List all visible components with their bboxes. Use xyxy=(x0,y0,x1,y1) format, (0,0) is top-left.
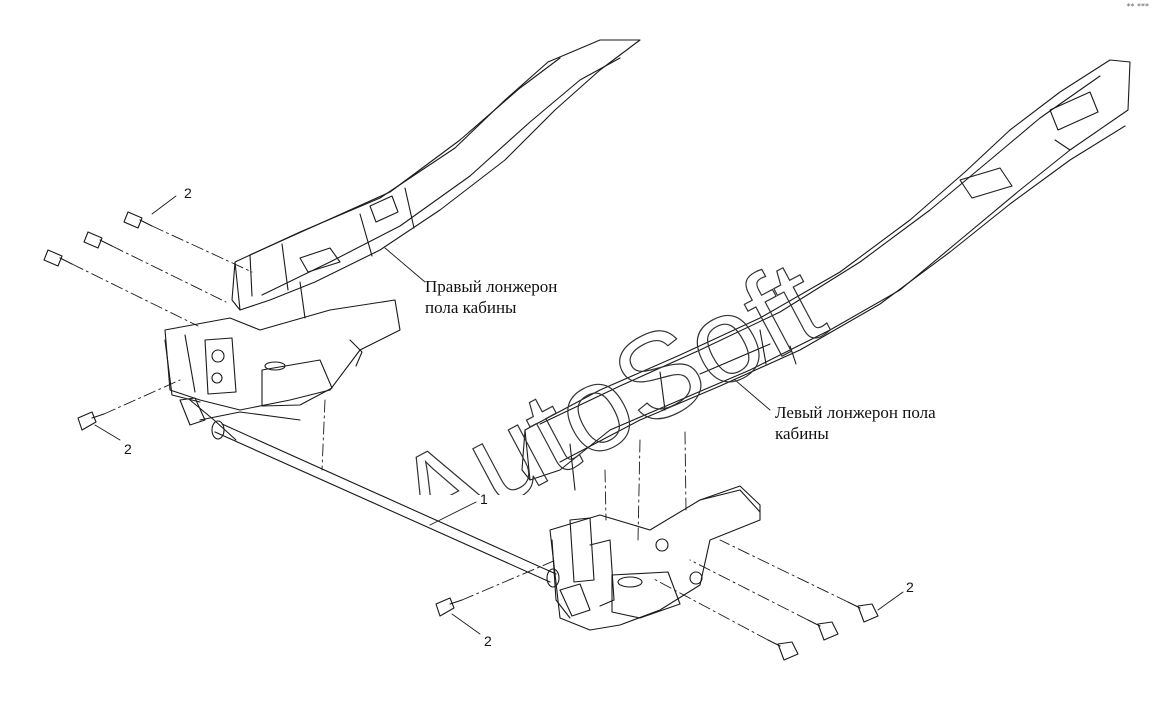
bolt-right-c xyxy=(767,639,799,661)
callout-bolt-bottom: 2 xyxy=(484,633,492,649)
left-bracket-assembly xyxy=(549,485,761,631)
label-right-rail: Правый лонжерон пола кабины xyxy=(425,276,557,318)
label-right-rail-line1: Правый лонжерон xyxy=(425,277,558,296)
label-right-rail-line2: пола кабины xyxy=(425,298,517,317)
right-floor-rail xyxy=(231,39,641,319)
label-left-rail-line2: кабины xyxy=(775,424,829,443)
stabilizer-rod xyxy=(211,420,560,588)
callout-rod: 1 xyxy=(480,491,488,507)
callout-bolt-left: 2 xyxy=(124,441,132,457)
bolt-right-a xyxy=(847,601,879,623)
label-left-rail: Левый лонжерон пола кабины xyxy=(775,402,936,444)
bolt-bottom xyxy=(435,597,463,617)
bolt-top-a xyxy=(123,211,153,229)
corner-mark: ** *** xyxy=(1126,2,1149,11)
leader-lines xyxy=(94,195,904,635)
left-floor-rail xyxy=(521,59,1131,491)
bolt-top-c xyxy=(43,249,73,267)
bolt-top-b xyxy=(83,231,113,249)
alignment-lines xyxy=(71,225,849,641)
bolt-right-b xyxy=(807,619,839,641)
bolt-left-lower xyxy=(77,411,105,431)
callout-bolt-top: 2 xyxy=(184,185,192,201)
label-left-rail-line1: Левый лонжерон пола xyxy=(775,403,936,422)
callout-bolt-right: 2 xyxy=(906,579,914,595)
watermark-text: AutoSoft xyxy=(374,235,843,495)
right-bracket-assembly xyxy=(164,299,401,441)
autosoft-watermark: AutoSoft xyxy=(374,234,845,495)
